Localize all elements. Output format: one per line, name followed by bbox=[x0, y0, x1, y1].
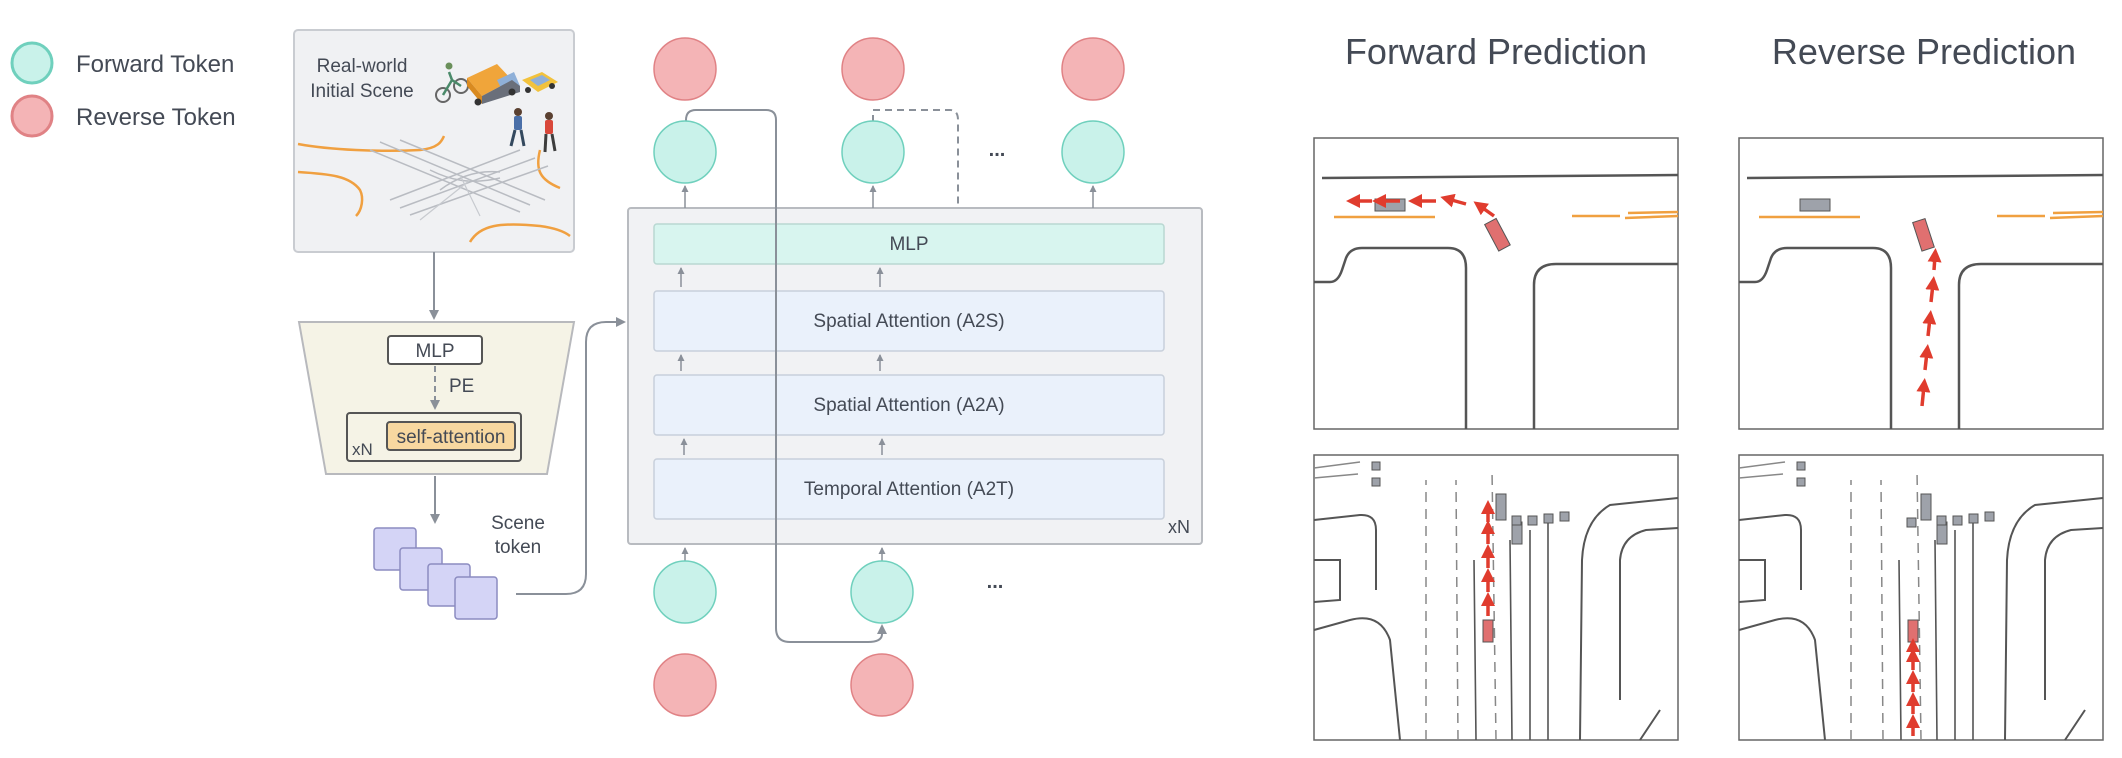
feedback-path-dashed bbox=[872, 109, 959, 208]
reverse-token bbox=[653, 37, 717, 101]
scene-token-label-line1: Scene bbox=[491, 513, 545, 534]
reverse-token bbox=[850, 653, 914, 717]
forward-prediction-panel-top bbox=[1313, 137, 1679, 430]
forward-token bbox=[1061, 120, 1125, 184]
scene-token-to-transformer-arrow bbox=[516, 317, 626, 595]
surrounding-vehicles bbox=[1796, 461, 1995, 545]
bicycle-icon bbox=[435, 62, 469, 103]
transformer-repeat-label: xN bbox=[1168, 517, 1190, 537]
legend: Forward Token Reverse Token bbox=[10, 41, 236, 138]
bottom-ellipsis: ... bbox=[987, 571, 1004, 593]
reverse-token bbox=[653, 653, 717, 717]
scene-encoder: MLP PE xN self-attention bbox=[297, 321, 576, 475]
pedestrian-icon bbox=[509, 108, 557, 153]
forward-token-legend-icon bbox=[10, 41, 54, 85]
output-arrows bbox=[681, 185, 1097, 208]
reverse-token bbox=[841, 37, 905, 101]
encoder-pe-label: PE bbox=[449, 376, 474, 397]
ego-vehicle bbox=[1483, 217, 1511, 252]
feedback-path bbox=[685, 109, 887, 643]
reverse-prediction-panel-top bbox=[1738, 137, 2104, 430]
forward-token-legend-label: Forward Token bbox=[76, 51, 234, 78]
input-arrows bbox=[681, 547, 886, 566]
a2a-box bbox=[653, 374, 1165, 436]
encoder-repeat-label: xN bbox=[352, 440, 373, 459]
forward-trajectory-arrows bbox=[1346, 193, 1496, 218]
forward-prediction-title: Forward Prediction bbox=[1345, 31, 1647, 72]
scene-title-line2: Initial Scene bbox=[310, 81, 414, 102]
top-ellipsis: ... bbox=[989, 139, 1006, 161]
a2t-box bbox=[653, 458, 1165, 520]
forward-token bbox=[653, 560, 717, 624]
reverse-token-legend-icon bbox=[10, 94, 54, 138]
surrounding-vehicles bbox=[1371, 461, 1570, 545]
transformer-mlp-box bbox=[653, 223, 1165, 265]
scene-tokens bbox=[373, 527, 498, 620]
ego-vehicle bbox=[1907, 619, 1919, 643]
truck-icon bbox=[467, 64, 520, 106]
forward-tokens-bottom bbox=[653, 560, 914, 624]
forward-token bbox=[653, 120, 717, 184]
car-icon bbox=[522, 72, 558, 93]
a2a-label: Spatial Attention (A2A) bbox=[813, 395, 1004, 416]
forward-prediction-panel-bottom bbox=[1313, 454, 1679, 741]
initial-scene-card: Real-world Initial Scene bbox=[293, 29, 575, 253]
a2s-label: Spatial Attention (A2S) bbox=[813, 311, 1004, 332]
encoder-mlp-label: MLP bbox=[415, 341, 454, 362]
scene-token-label-line2: token bbox=[495, 537, 541, 558]
reverse-prediction-title: Reverse Prediction bbox=[1772, 31, 2076, 72]
ego-vehicle bbox=[1482, 619, 1494, 643]
forward-token bbox=[850, 560, 914, 624]
inter-layer-arrows bbox=[677, 267, 886, 455]
self-attention-label: self-attention bbox=[397, 427, 506, 448]
reverse-token-legend-label: Reverse Token bbox=[76, 104, 236, 131]
reverse-tokens-bottom bbox=[653, 653, 914, 717]
self-attention-box bbox=[386, 421, 516, 451]
encoder-mlp-box bbox=[387, 335, 483, 365]
scene-road-map bbox=[297, 135, 571, 243]
parked-car bbox=[1799, 198, 1831, 212]
reverse-tokens-top bbox=[653, 37, 1125, 101]
a2t-label: Temporal Attention (A2T) bbox=[804, 479, 1014, 500]
forward-tokens-top bbox=[653, 120, 1125, 184]
reverse-trajectory-arrows bbox=[1916, 248, 1942, 407]
reverse-prediction-panel-bottom bbox=[1738, 454, 2104, 741]
reverse-token bbox=[1061, 37, 1125, 101]
forward-token bbox=[841, 120, 905, 184]
scene-title-line1: Real-world bbox=[317, 56, 408, 77]
transformer-mlp-label: MLP bbox=[889, 234, 928, 255]
a2s-box bbox=[653, 290, 1165, 352]
transformer-block: xN MLP Spatial Attention (A2S) Spatial A… bbox=[627, 207, 1203, 545]
